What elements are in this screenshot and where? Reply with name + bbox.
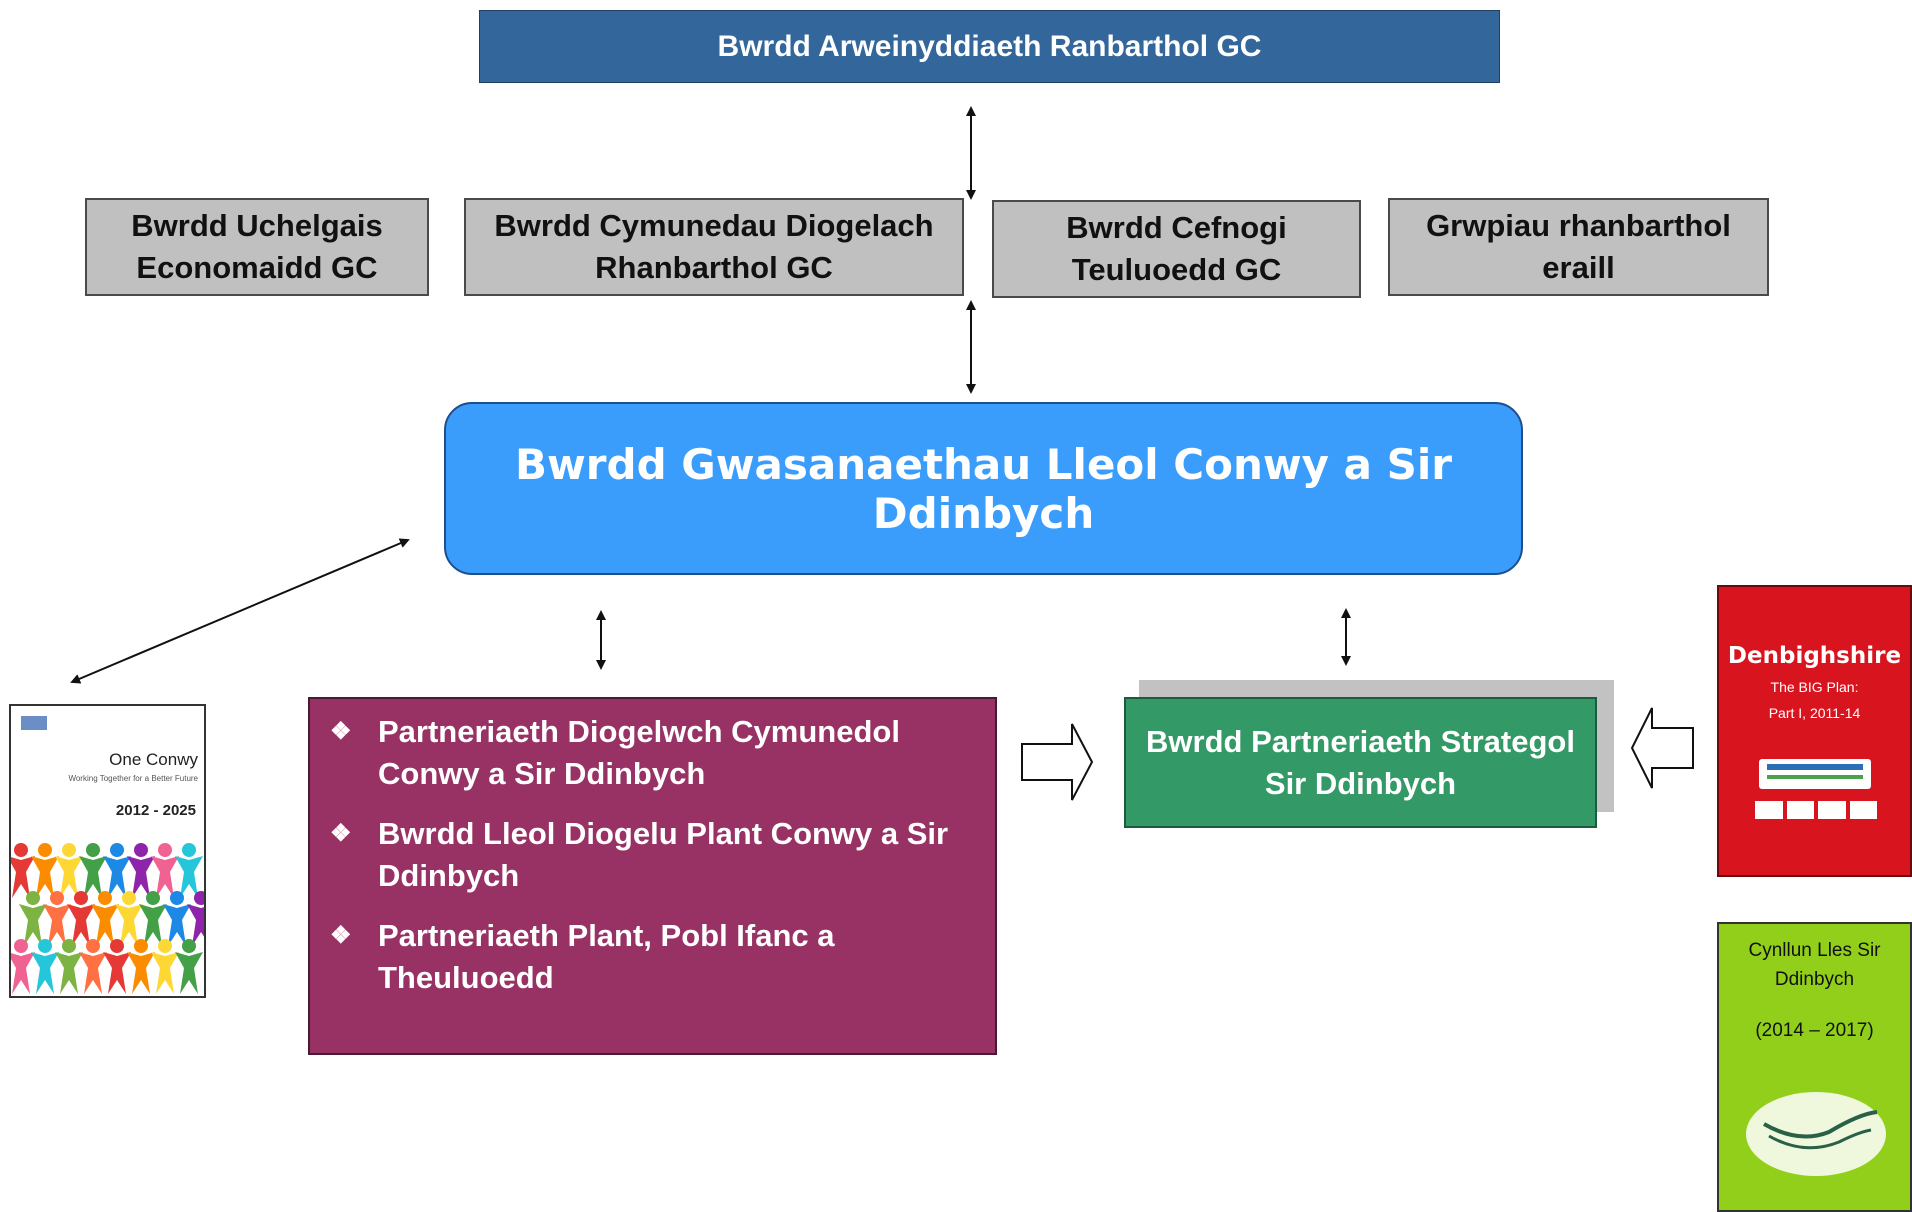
person-body [115, 904, 143, 946]
person-body [163, 904, 191, 946]
person-body [187, 904, 204, 946]
doc-title: One Conwy [109, 750, 198, 769]
person-head [110, 843, 124, 857]
partnerships-box: ❖Partneriaeth Diogelwch Cymunedol Conwy … [308, 697, 997, 1055]
person-head [86, 843, 100, 857]
person-head [14, 939, 28, 953]
doc-years: 2012 - 2025 [115, 802, 196, 819]
board-family-support: Bwrdd Cefnogi Teuluoedd GC [992, 200, 1361, 298]
person-body [55, 952, 83, 994]
block-arrow-left [1630, 707, 1694, 789]
person-head [146, 891, 160, 905]
person-body [91, 904, 119, 946]
person-head [182, 939, 196, 953]
doc-title: Cynllun Lles Sir Ddinbych [1748, 940, 1881, 990]
board-other-regional-groups: Grwpiau rhanbarthol eraill [1388, 198, 1769, 296]
list-item: ❖Partneriaeth Diogelwch Cymunedol Conwy … [330, 711, 975, 795]
person-head [50, 891, 64, 905]
person-head [38, 939, 52, 953]
person-body [127, 856, 155, 898]
person-body [11, 952, 35, 994]
person-head [170, 891, 184, 905]
person-head [134, 939, 148, 953]
person-head [158, 939, 172, 953]
logo-icon [21, 716, 47, 730]
strategic-board: Bwrdd Partneriaeth Strategol Sir Ddinbyc… [1124, 697, 1597, 828]
people-illustration [11, 843, 204, 994]
person-body [175, 952, 203, 994]
doc-title: Denbighshire [1727, 643, 1902, 669]
doc-subtitle: The BIG Plan: [1770, 679, 1859, 695]
board-economic-ambition: Bwrdd Uchelgais Economaidd GC [85, 198, 429, 296]
doc-denbighshire: Denbighshire The BIG Plan: Part I, 2011-… [1717, 585, 1912, 877]
doc-years: (2014 – 2017) [1755, 1020, 1874, 1041]
person-head [62, 843, 76, 857]
person-body [139, 904, 167, 946]
block-arrow-right [1021, 723, 1094, 801]
doc-one-conwy: One Conwy Working Together for a Better … [9, 704, 206, 998]
person-body [67, 904, 95, 946]
person-body [79, 952, 107, 994]
person-body [79, 856, 107, 898]
person-head [38, 843, 52, 857]
person-body [55, 856, 83, 898]
person-body [31, 856, 59, 898]
hands-logo-icon [1746, 1092, 1886, 1176]
partner-logos [1755, 801, 1877, 819]
doc-part: Part I, 2011-14 [1768, 705, 1861, 721]
person-head [62, 939, 76, 953]
arrow-main-to-one-conwy [70, 538, 410, 684]
person-head [110, 939, 124, 953]
board-safer-communities: Bwrdd Cymunedau Diogelach Rhanbarthol GC [464, 198, 964, 296]
person-body [103, 952, 131, 994]
person-body [31, 952, 59, 994]
person-head [26, 891, 40, 905]
logo-icon [1759, 759, 1871, 789]
person-head [122, 891, 136, 905]
person-body [43, 904, 71, 946]
person-head [14, 843, 28, 857]
list-item: ❖Partneriaeth Plant, Pobl Ifanc a Theulu… [330, 915, 975, 999]
person-head [158, 843, 172, 857]
person-head [98, 891, 112, 905]
person-body [11, 856, 35, 898]
person-body [19, 904, 47, 946]
person-body [103, 856, 131, 898]
person-body [151, 952, 179, 994]
person-body [127, 952, 155, 994]
person-head [194, 891, 204, 905]
person-head [182, 843, 196, 857]
main-board: Bwrdd Gwasanaethau Lleol Conwy a Sir Ddi… [444, 402, 1523, 575]
bullet-icon: ❖ [330, 820, 352, 847]
person-head [86, 939, 100, 953]
list-item: ❖Bwrdd Lleol Diogelu Plant Conwy a Sir D… [330, 813, 975, 897]
doc-subtitle: Working Together for a Better Future [68, 774, 198, 783]
bullet-icon: ❖ [330, 922, 352, 949]
doc-cynllun-lles: Cynllun Lles Sir Ddinbych (2014 – 2017) [1717, 922, 1912, 1212]
person-body [151, 856, 179, 898]
bullet-icon: ❖ [330, 718, 352, 745]
top-board: Bwrdd Arweinyddiaeth Ranbarthol GC [479, 10, 1500, 83]
person-head [134, 843, 148, 857]
person-head [74, 891, 88, 905]
person-body [175, 856, 203, 898]
